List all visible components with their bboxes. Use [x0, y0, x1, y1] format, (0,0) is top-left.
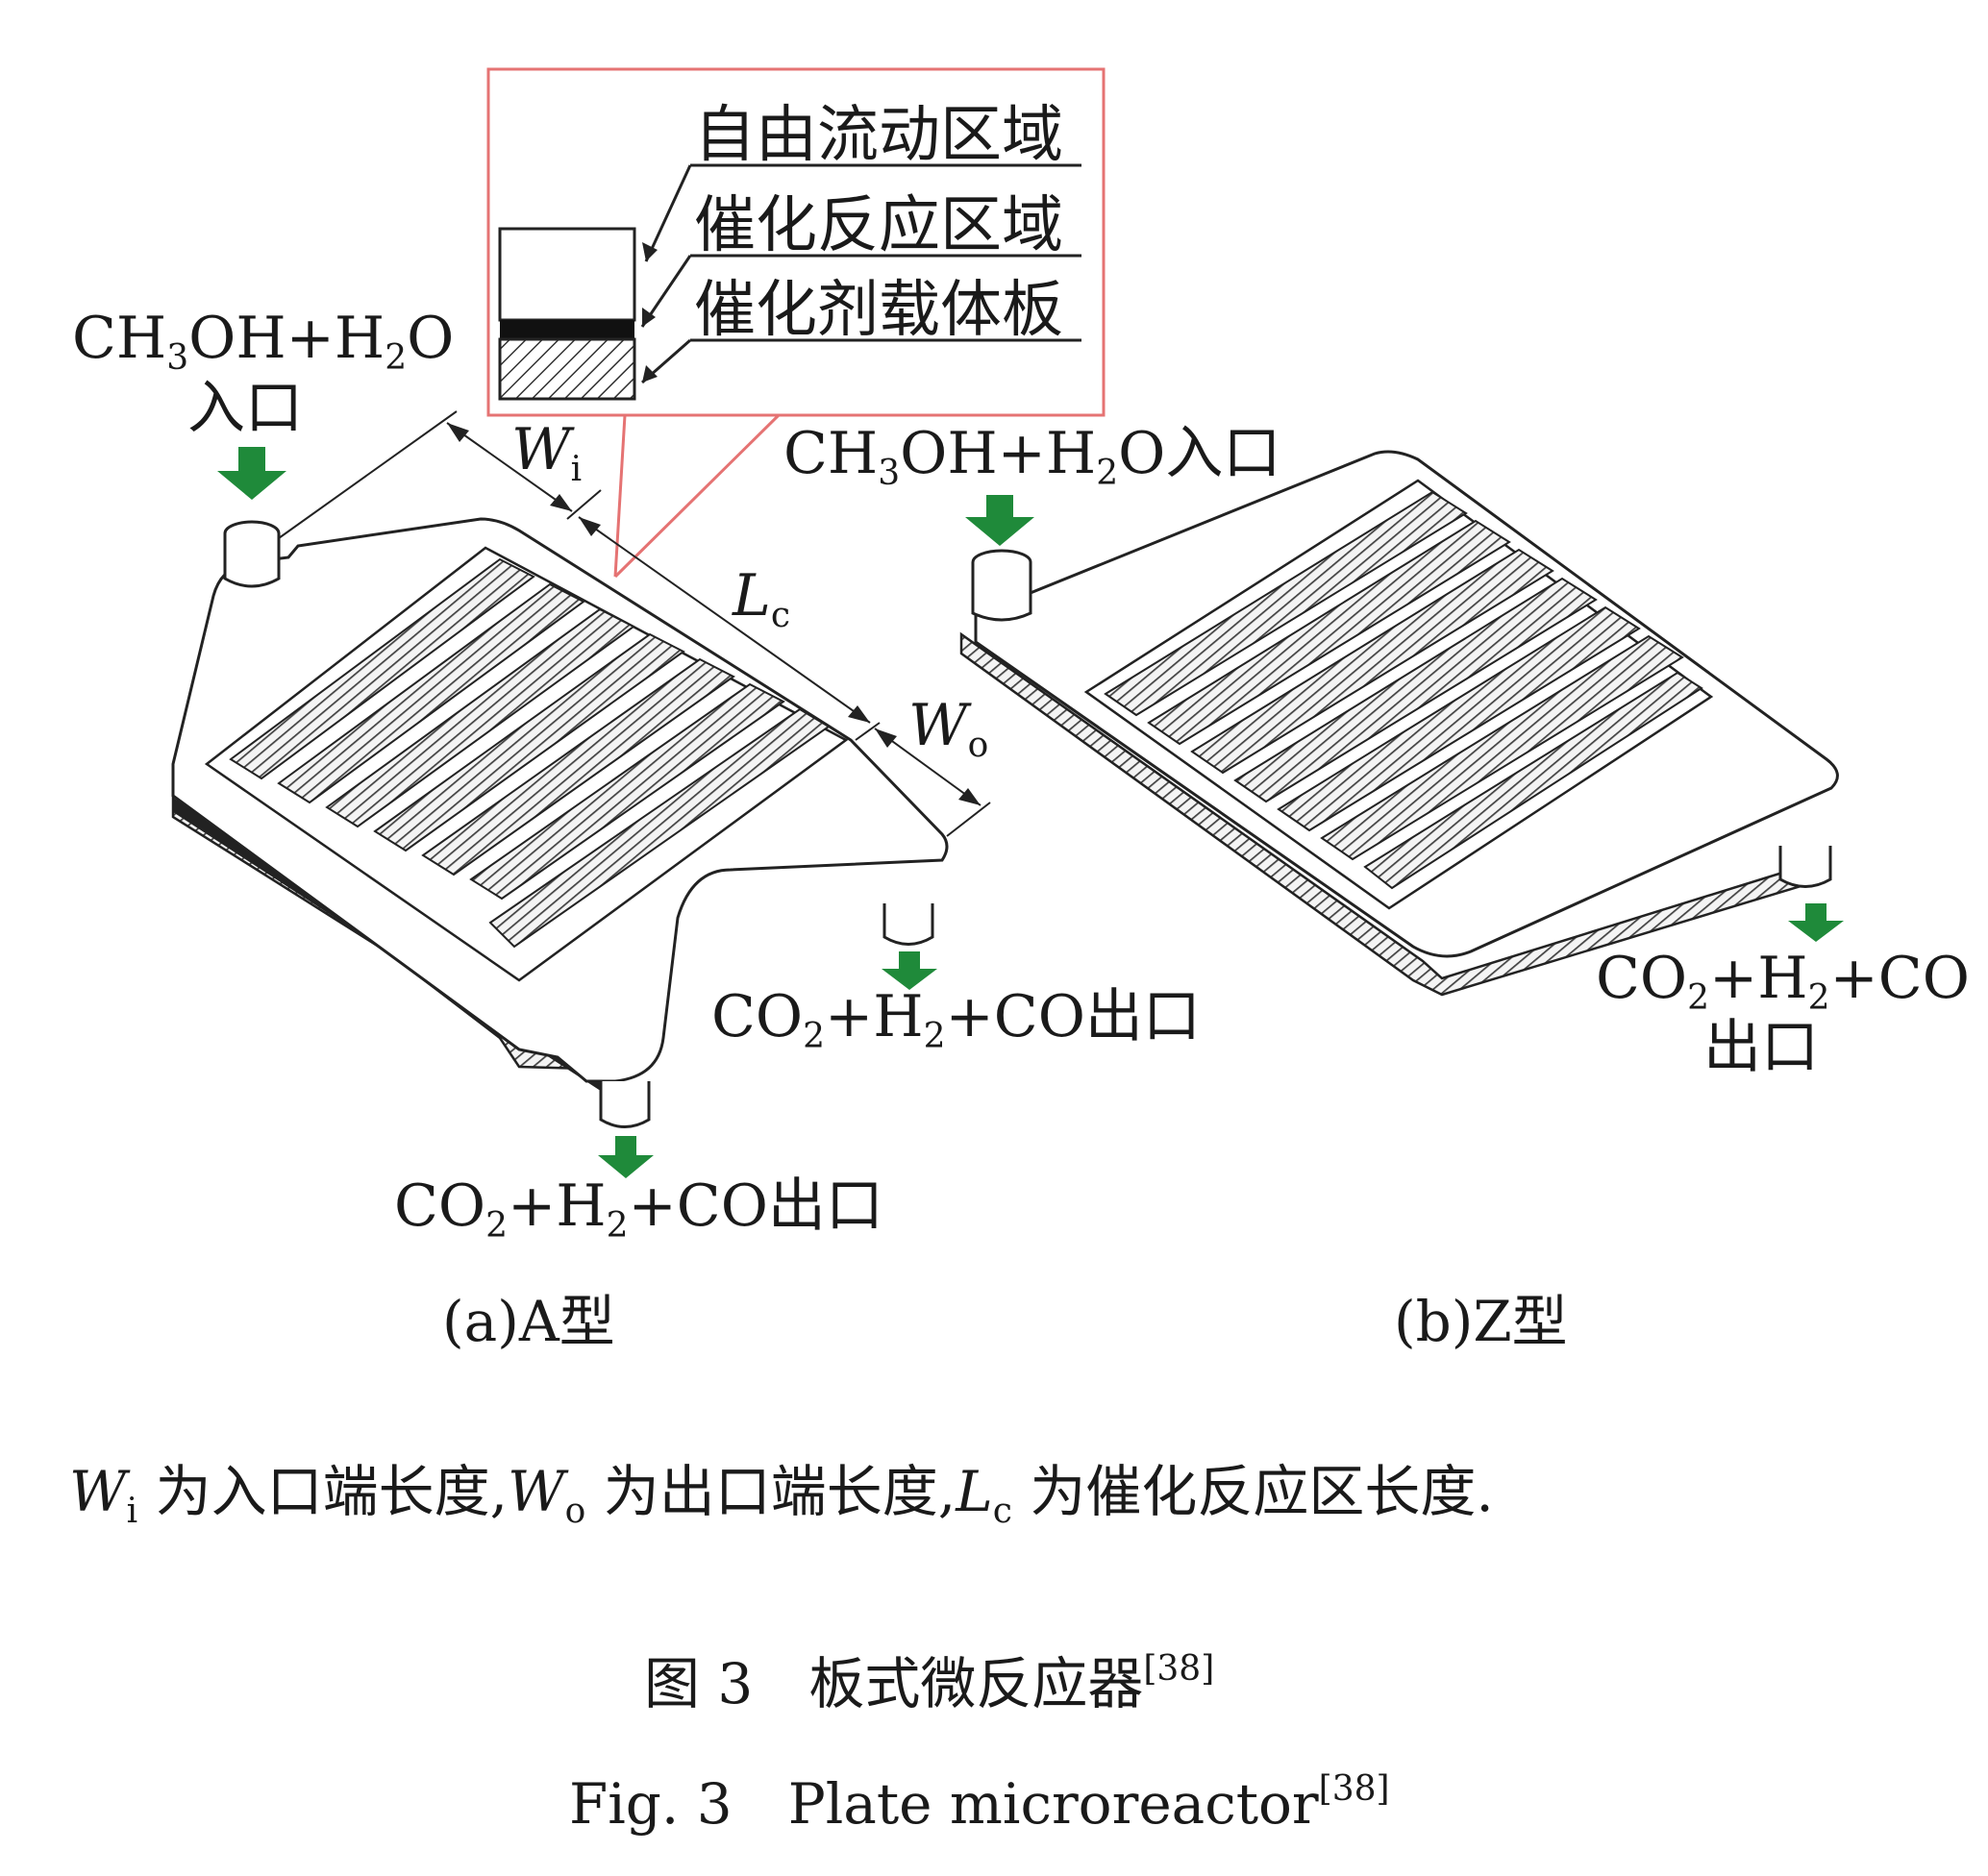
outlet-right-arrow-a — [882, 951, 937, 990]
outlet-bottom-port-a — [599, 1081, 651, 1128]
caption-a: (a)A型 — [442, 1289, 615, 1354]
dim-wo-label: Wo — [908, 692, 988, 765]
dim-lc-label: Lc — [732, 562, 790, 635]
outlet-bottom-label-a: CO2+H2+CO出口 — [394, 1172, 883, 1246]
outlet-right-label-a: CO2+H2+CO出口 — [711, 983, 1201, 1056]
channels-a — [229, 557, 831, 949]
free-flow-layer — [498, 227, 636, 322]
inlet-arrow-a — [217, 447, 286, 500]
outlet-arrow-b — [1788, 903, 1844, 942]
inset-legend: 自由流动区域 催化反应区域 催化剂载体板 — [486, 67, 1106, 579]
inlet-label-b: CH3OH+H2O入口 — [783, 420, 1280, 493]
panel-b-reactor — [959, 450, 1844, 997]
catalytic-layer — [500, 320, 634, 339]
dim-wi-label: Wi — [511, 416, 582, 489]
inlet-cn-label-a: 入口 — [187, 375, 303, 442]
legend-support-label: 催化剂载体板 — [694, 275, 1063, 346]
outlet-right-port-a — [882, 903, 934, 946]
inset-pointer-right — [613, 413, 781, 579]
dim-lc-line — [578, 516, 871, 724]
outlet-cn-label-b: 出口 — [1703, 1014, 1819, 1081]
dim-wi-line — [446, 422, 573, 512]
outlet-label-b: CO2+H2+CO — [1596, 945, 1970, 1018]
support-layer — [498, 337, 636, 401]
figure-title-cn: 图 3 板式微反应器[38] — [644, 1649, 1214, 1716]
inlet-label-a: CH3OH+H2O — [72, 305, 454, 378]
legend-free-flow-label: 自由流动区域 — [694, 100, 1063, 171]
panel-a-reactor — [171, 410, 991, 1178]
figure-title-en: Fig. 3 Plate microreactor[38] — [569, 1769, 1390, 1837]
inset-pointer-left — [613, 413, 634, 578]
figure-note: Wi 为入口端长度,Wo 为出口端长度,Lc 为催化反应区长度. — [69, 1459, 1494, 1531]
channels-b — [1104, 490, 1703, 890]
caption-b: (b)Z型 — [1394, 1289, 1568, 1354]
inlet-arrow-b — [965, 495, 1034, 546]
outlet-port-b — [1778, 846, 1832, 888]
outlet-bottom-arrow-a — [598, 1136, 654, 1178]
legend-catalytic-label: 催化反应区域 — [694, 190, 1063, 261]
